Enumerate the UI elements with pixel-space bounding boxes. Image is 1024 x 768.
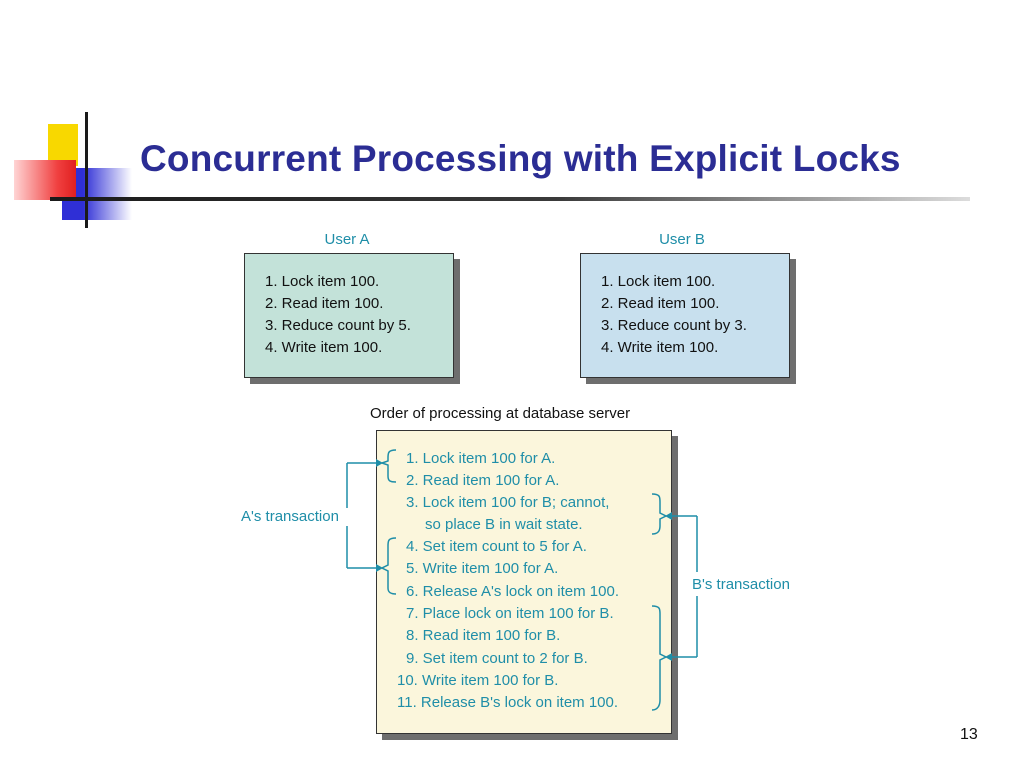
deco-yellow-square bbox=[48, 124, 78, 166]
user-b-step: 1. Lock item 100. bbox=[601, 273, 716, 290]
user-b-label: User B bbox=[659, 231, 705, 248]
deco-vertical-rule bbox=[85, 112, 88, 228]
user-a-box: 1. Lock item 100. 2. Read item 100. 3. R… bbox=[244, 253, 454, 378]
user-b-step: 3. Reduce count by 3. bbox=[601, 317, 747, 334]
server-step: 10. Write item 100 for B. bbox=[397, 672, 559, 689]
user-a-step: 4. Write item 100. bbox=[265, 339, 383, 356]
user-b-step: 4. Write item 100. bbox=[601, 339, 719, 356]
server-step: 2. Read item 100 for A. bbox=[406, 472, 560, 489]
page-number: 13 bbox=[960, 726, 978, 743]
server-step: 8. Read item 100 for B. bbox=[406, 627, 561, 644]
user-a-step: 3. Reduce count by 5. bbox=[265, 317, 411, 334]
server-step: 11. Release B's lock on item 100. bbox=[397, 694, 619, 711]
server-label: Order of processing at database server bbox=[370, 405, 631, 422]
server-step: 1. Lock item 100 for A. bbox=[406, 450, 556, 467]
a-connector bbox=[346, 462, 378, 569]
slide-title: Concurrent Processing with Explicit Lock… bbox=[140, 138, 901, 179]
a-transaction-label: A's transaction bbox=[241, 508, 339, 525]
user-b-box: 1. Lock item 100. 2. Read item 100. 3. R… bbox=[580, 253, 790, 378]
user-a-step: 1. Lock item 100. bbox=[265, 273, 380, 290]
user-a-step: 2. Read item 100. bbox=[265, 295, 384, 312]
user-a-label: User A bbox=[324, 231, 370, 248]
server-step: 3. Lock item 100 for B; cannot, bbox=[406, 494, 610, 511]
server-step: 5. Write item 100 for A. bbox=[406, 560, 559, 577]
server-step: 9. Set item count to 2 for B. bbox=[406, 650, 588, 667]
title-underline bbox=[50, 197, 970, 201]
server-step: so place B in wait state. bbox=[425, 516, 583, 533]
deco-red-square bbox=[14, 160, 76, 200]
server-step: 4. Set item count to 5 for A. bbox=[406, 538, 587, 555]
b-transaction-label: B's transaction bbox=[692, 576, 790, 593]
user-b-step: 2. Read item 100. bbox=[601, 295, 720, 312]
server-box bbox=[376, 430, 672, 734]
server-step: 6. Release A's lock on item 100. bbox=[406, 583, 619, 600]
server-step: 7. Place lock on item 100 for B. bbox=[406, 605, 614, 622]
